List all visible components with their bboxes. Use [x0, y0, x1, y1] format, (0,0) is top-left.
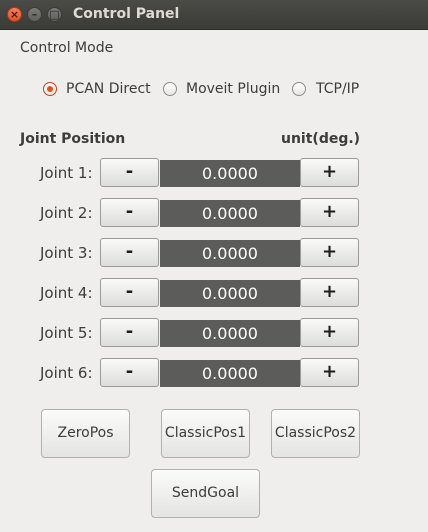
joint-1-minus-button[interactable]: -: [100, 158, 159, 187]
classic-pos1-button[interactable]: ClassicPos1: [161, 409, 250, 458]
joint-4-plus-button[interactable]: +: [300, 278, 359, 307]
radio-tcp-ip[interactable]: [292, 82, 306, 96]
joint-4-label: Joint 4:: [40, 284, 93, 302]
joint-6-value: 0.0000: [160, 360, 300, 387]
joint-4-minus-button[interactable]: -: [100, 278, 159, 307]
radio-tcp-ip-label[interactable]: TCP/IP: [316, 81, 360, 97]
send-goal-button[interactable]: SendGoal: [151, 469, 260, 518]
joint-1-plus-button[interactable]: +: [300, 158, 359, 187]
joint-6-minus-button[interactable]: -: [100, 358, 159, 387]
joint-3-plus-button[interactable]: +: [300, 238, 359, 267]
joint-4-value: 0.0000: [160, 280, 300, 307]
close-icon[interactable]: ×: [7, 7, 22, 22]
joint-5-minus-button[interactable]: -: [100, 318, 159, 347]
minimize-icon[interactable]: –: [27, 7, 42, 22]
title-bar: × – □ Control Panel: [0, 0, 428, 30]
joint-3-value: 0.0000: [160, 240, 300, 267]
joint-2-value: 0.0000: [160, 200, 300, 227]
radio-moveit-plugin[interactable]: [163, 82, 177, 96]
maximize-icon[interactable]: □: [47, 7, 62, 22]
joint-position-header: Joint Position: [20, 131, 126, 147]
joint-5-plus-button[interactable]: +: [300, 318, 359, 347]
radio-pcan-direct[interactable]: [43, 82, 57, 96]
radio-moveit-plugin-label[interactable]: Moveit Plugin: [186, 81, 281, 97]
joint-5-value: 0.0000: [160, 320, 300, 347]
unit-label: unit(deg.): [281, 131, 361, 147]
zero-pos-button[interactable]: ZeroPos: [41, 409, 130, 458]
joint-6-plus-button[interactable]: +: [300, 358, 359, 387]
joint-1-value: 0.0000: [160, 160, 300, 187]
joint-2-plus-button[interactable]: +: [300, 198, 359, 227]
classic-pos2-button[interactable]: ClassicPos2: [271, 409, 360, 458]
radio-pcan-direct-label[interactable]: PCAN Direct: [66, 81, 151, 97]
joint-3-minus-button[interactable]: -: [100, 238, 159, 267]
joint-1-label: Joint 1:: [40, 164, 93, 182]
window-title: Control Panel: [73, 6, 180, 22]
joint-3-label: Joint 3:: [40, 244, 93, 262]
joint-6-label: Joint 6:: [40, 364, 93, 382]
control-mode-label: Control Mode: [20, 40, 114, 56]
joint-5-label: Joint 5:: [40, 324, 93, 342]
joint-2-minus-button[interactable]: -: [100, 198, 159, 227]
joint-2-label: Joint 2:: [40, 204, 93, 222]
